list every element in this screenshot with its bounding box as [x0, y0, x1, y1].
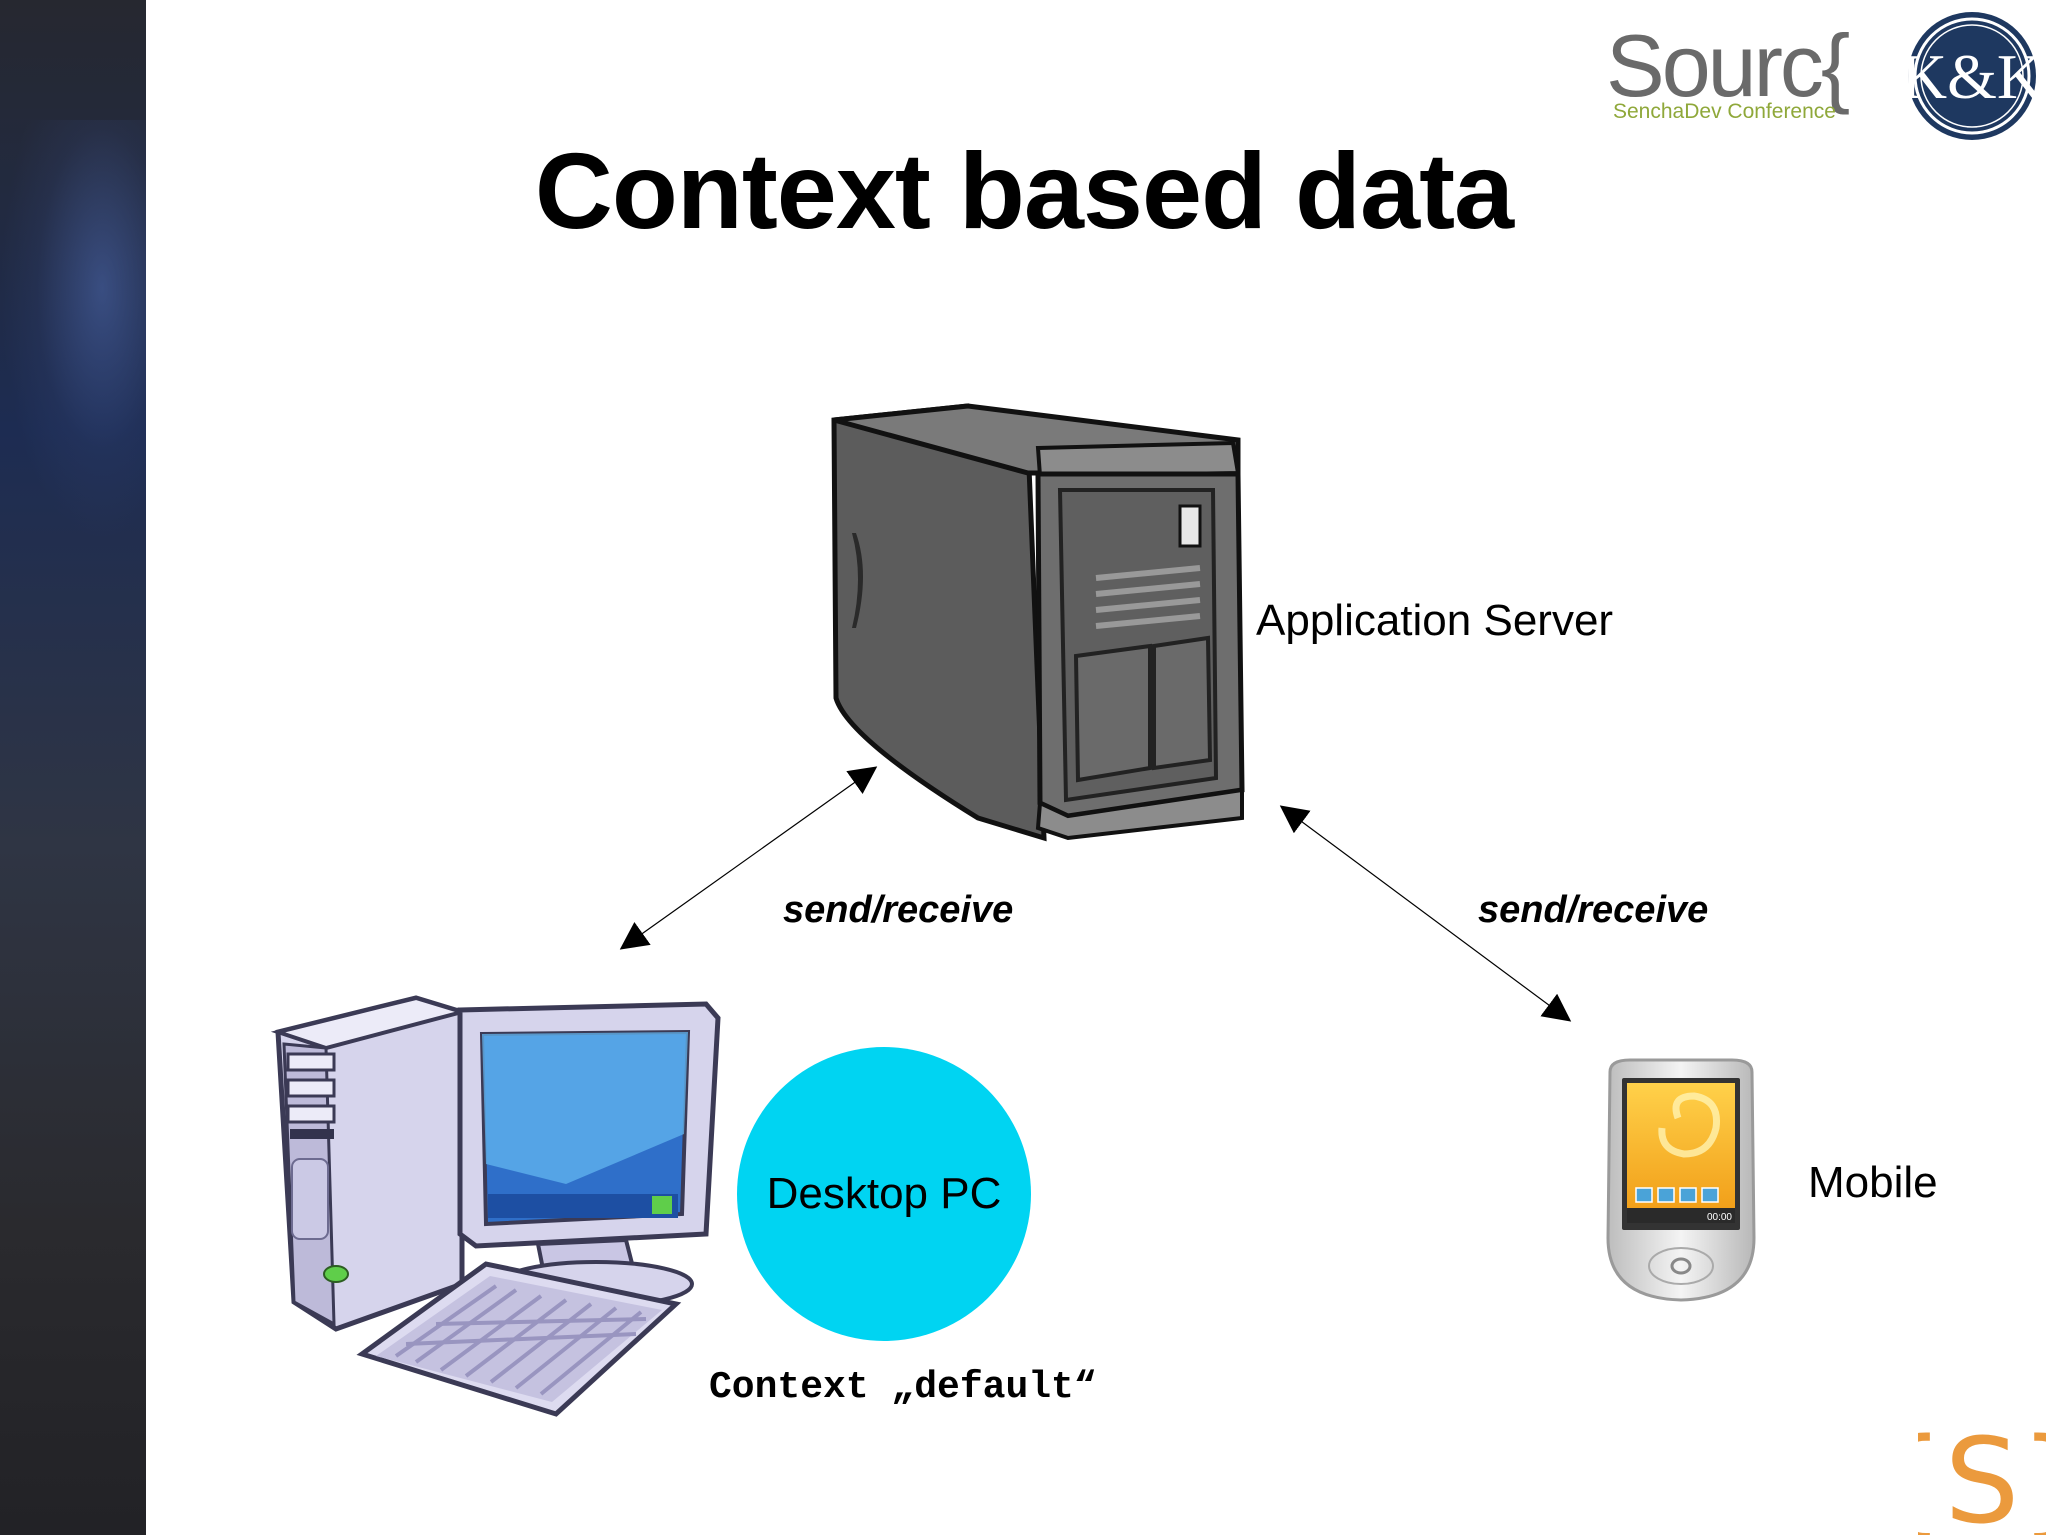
sourcecon-logo: Sourc{ SenchaDev Conference	[1606, 16, 1852, 123]
mobile-label: Mobile	[1808, 1158, 1938, 1207]
brand-subtitle: SenchaDev Conference	[1613, 100, 1836, 123]
link-left-label: send/receive	[783, 889, 1014, 931]
seal-letters: K&K	[1904, 41, 2040, 112]
brand-text: Sourc{	[1606, 16, 1849, 115]
left-sidebar-band	[0, 0, 146, 1535]
slide-title: Context based data	[534, 130, 1514, 251]
server-icon	[831, 403, 1245, 842]
seal-logo: K&K	[1904, 12, 2040, 140]
link-server-mobile	[1279, 805, 1572, 1022]
sidebar-glow	[0, 120, 146, 540]
link-desktop-server	[619, 766, 878, 950]
desktop-computer-icon	[270, 995, 721, 1417]
server-label: Application Server	[1256, 596, 1614, 645]
footer-brand-glyph: {S}	[1918, 1412, 2046, 1535]
link-right-label: send/receive	[1478, 889, 1709, 931]
mobile-device-icon: 00:00	[1606, 1058, 1756, 1302]
desktop-pc-label: Desktop PC	[766, 1169, 1002, 1218]
phone-clock: 00:00	[1707, 1212, 1732, 1223]
footer-brand-icon: {S}	[1918, 1412, 2046, 1535]
context-label: Context „default“	[709, 1366, 1097, 1409]
desktop-pc-bubble: Desktop PC	[737, 1047, 1031, 1341]
